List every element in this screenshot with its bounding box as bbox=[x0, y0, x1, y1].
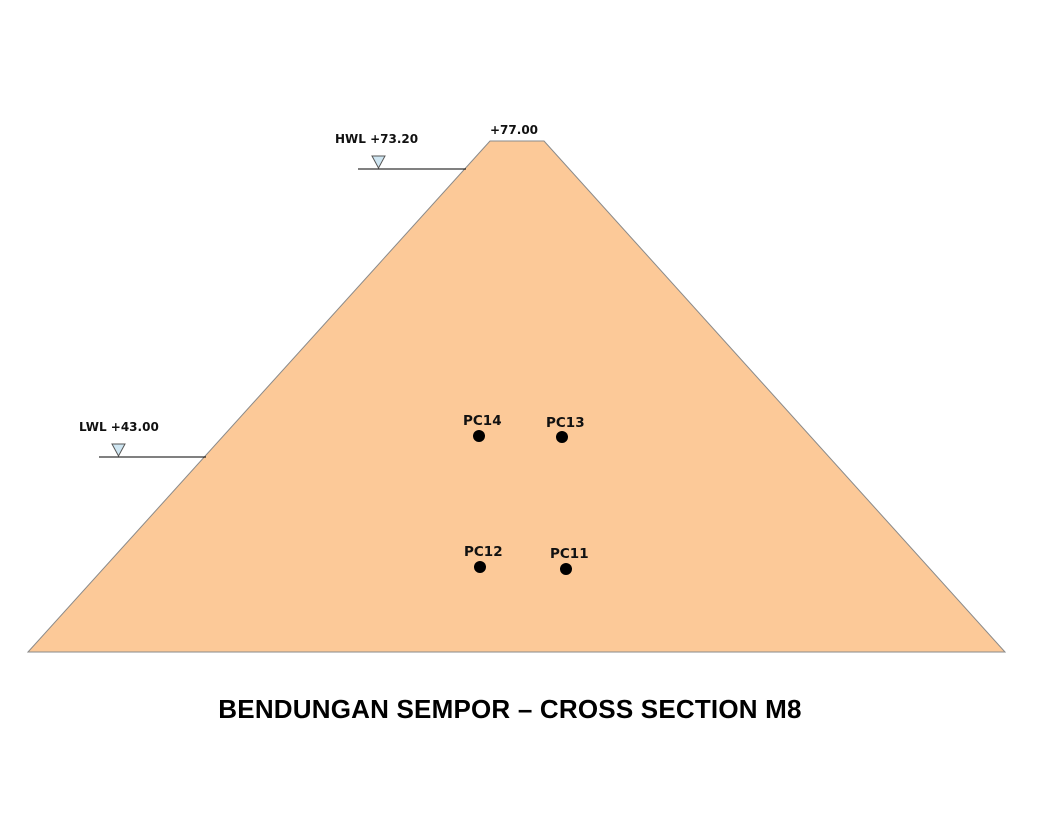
point-pc13: PC13 bbox=[546, 415, 585, 443]
point-pc12: PC12 bbox=[464, 544, 503, 573]
pc11-label: PC11 bbox=[550, 546, 589, 562]
lwl-marker: LWL +43.00 bbox=[79, 420, 206, 458]
point-pc11: PC11 bbox=[550, 546, 589, 575]
point-pc14: PC14 bbox=[463, 413, 502, 442]
diagram-title: BENDUNGAN SEMPOR – CROSS SECTION M8 bbox=[218, 694, 802, 724]
hwl-triangle-icon bbox=[371, 155, 386, 170]
lwl-label: LWL +43.00 bbox=[79, 420, 159, 434]
pc14-marker bbox=[473, 430, 485, 442]
dam-embankment bbox=[26, 140, 1007, 653]
pc13-label: PC13 bbox=[546, 415, 585, 431]
lwl-triangle-icon bbox=[111, 443, 126, 458]
pc12-label: PC12 bbox=[464, 544, 503, 560]
pc12-marker bbox=[474, 561, 486, 573]
hwl-label: HWL +73.20 bbox=[335, 132, 418, 146]
pc14-label: PC14 bbox=[463, 413, 502, 429]
pc11-marker bbox=[560, 563, 572, 575]
pc13-marker bbox=[556, 431, 568, 443]
crest-elevation-label: +77.00 bbox=[490, 123, 538, 137]
hwl-marker: HWL +73.20 bbox=[335, 132, 466, 170]
